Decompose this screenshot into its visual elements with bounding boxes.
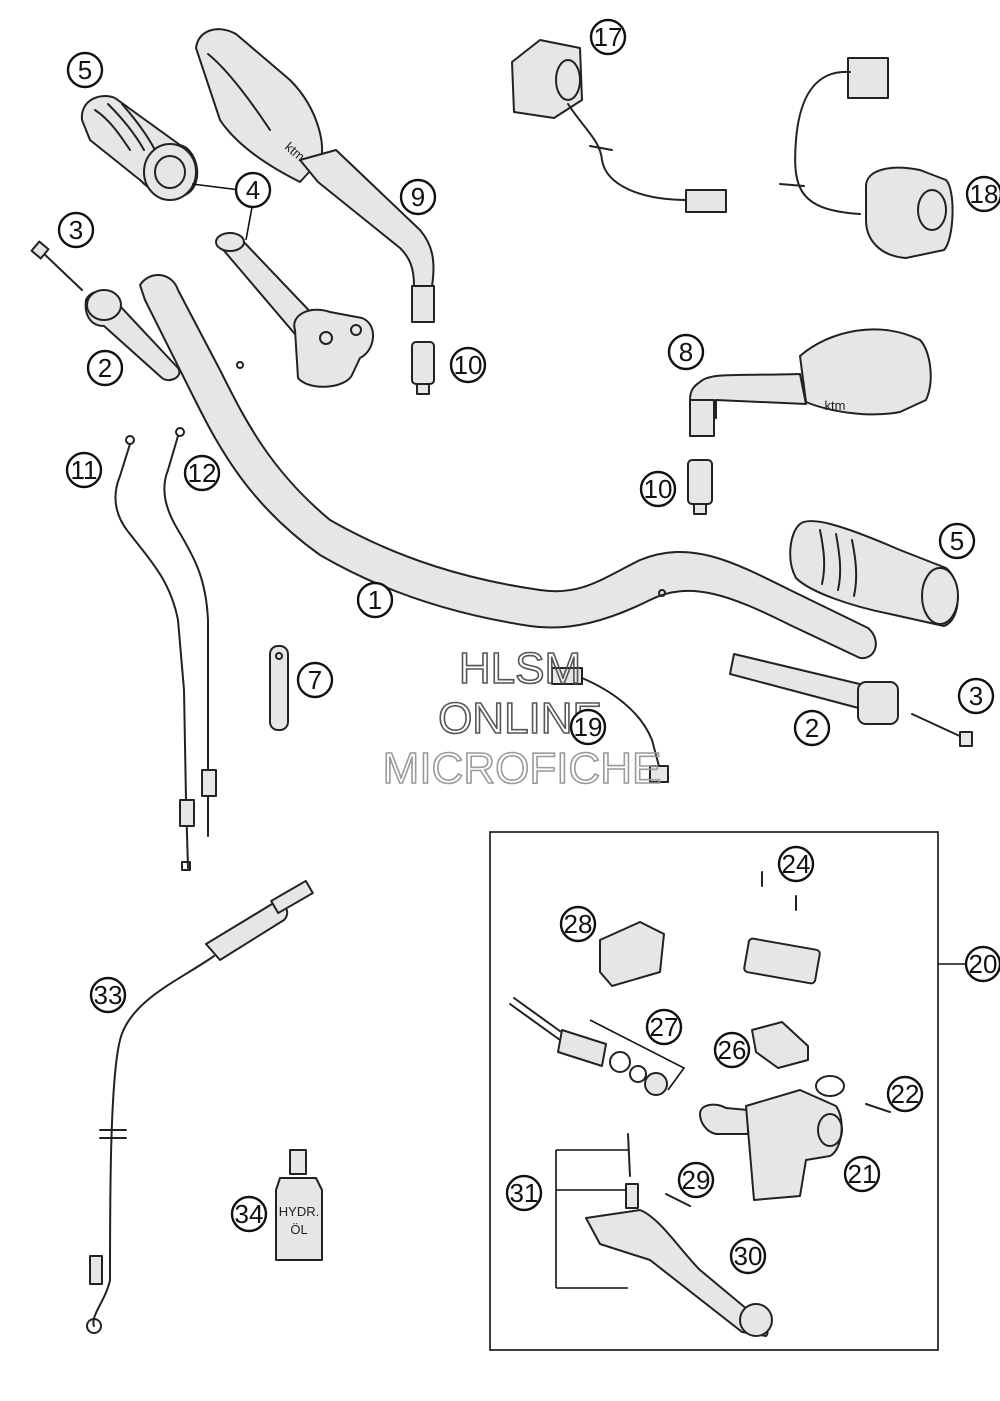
switch-19 [551, 667, 669, 783]
svg-text:5: 5 [950, 526, 964, 556]
callout-26: 26 [713, 1031, 751, 1069]
grip-left [80, 95, 199, 201]
bar-end-left [30, 240, 181, 382]
callout-11: 11 [65, 451, 103, 489]
callout-29: 29 [677, 1161, 715, 1199]
svg-text:10: 10 [644, 474, 673, 504]
watermark-line-1: HLSM [459, 644, 581, 693]
callout-10-left: 10 [449, 346, 487, 384]
svg-text:34: 34 [235, 1199, 264, 1229]
svg-text:27: 27 [650, 1012, 679, 1042]
callout-1: 1 [356, 581, 394, 619]
svg-text:11: 11 [71, 455, 98, 485]
callout-12: 12 [183, 454, 221, 492]
svg-text:22: 22 [891, 1079, 920, 1109]
callout-9: 9 [399, 178, 437, 216]
watermark-line-3: MICROFICHE [383, 744, 662, 793]
callout-27: 27 [645, 1008, 683, 1046]
callout-22: 22 [886, 1075, 924, 1113]
callout-5-left: 5 [66, 51, 104, 89]
svg-text:9: 9 [411, 182, 425, 212]
adapter-10-right [687, 459, 713, 515]
svg-text:31: 31 [510, 1178, 539, 1208]
callout-5-right: 5 [938, 522, 976, 560]
svg-text:ktm: ktm [825, 398, 846, 413]
svg-text:10: 10 [454, 350, 483, 380]
callout-10-right: 10 [639, 470, 677, 508]
callout-3-left: 3 [57, 211, 95, 249]
bar-end-right [729, 653, 973, 747]
callout-28: 28 [559, 905, 597, 943]
adapter-10-left [411, 341, 435, 395]
svg-text:1: 1 [368, 585, 382, 615]
svg-text:8: 8 [679, 337, 693, 367]
mirror-left: ktm [195, 28, 435, 323]
callout-4: 4 [234, 171, 272, 209]
svg-text:7: 7 [308, 665, 322, 695]
callout-31: 31 [505, 1174, 543, 1212]
svg-text:2: 2 [98, 353, 112, 383]
svg-text:5: 5 [78, 55, 92, 85]
svg-text:19: 19 [574, 712, 603, 742]
callout-18: 18 [965, 175, 1000, 213]
svg-text:17: 17 [594, 22, 623, 52]
switch-18 [779, 57, 954, 259]
callout-2-left: 2 [86, 349, 124, 387]
handlebar [139, 274, 877, 660]
cable-clip [269, 645, 289, 731]
leader-lines [191, 183, 253, 241]
bottle-label-line2: ÖL [290, 1222, 307, 1237]
callout-24: 24 [777, 845, 815, 883]
svg-text:24: 24 [782, 849, 811, 879]
svg-text:20: 20 [969, 949, 998, 979]
svg-text:29: 29 [682, 1165, 711, 1195]
callout-30: 30 [729, 1237, 767, 1275]
svg-text:4: 4 [246, 175, 260, 205]
callouts: 1 2 3 4 5 7 8 9 10 11 12 17 18 19 20 21 … [57, 18, 1000, 1275]
grip-right [789, 520, 959, 627]
svg-text:30: 30 [734, 1241, 763, 1271]
svg-text:21: 21 [848, 1159, 877, 1189]
svg-text:18: 18 [970, 179, 999, 209]
callout-3-right: 3 [957, 677, 995, 715]
callout-2-right: 2 [793, 709, 831, 747]
svg-text:3: 3 [69, 215, 83, 245]
svg-text:28: 28 [564, 909, 593, 939]
throttle-tube [215, 232, 374, 388]
svg-text:2: 2 [805, 713, 819, 743]
callout-21: 21 [843, 1155, 881, 1193]
throttle-cables [114, 427, 217, 871]
svg-text:26: 26 [718, 1035, 747, 1065]
callout-33: 33 [89, 976, 127, 1014]
svg-text:12: 12 [188, 458, 217, 488]
mirror-right: ktm [689, 328, 932, 437]
clutch-hose [86, 879, 314, 1334]
switch-17 [511, 39, 727, 213]
callout-34: 34 [230, 1195, 268, 1233]
callout-20: 20 [964, 945, 1000, 983]
callout-8: 8 [667, 333, 705, 371]
hydraulic-oil-bottle: HYDR. ÖL [275, 1149, 323, 1261]
bottle-label-line1: HYDR. [279, 1204, 319, 1219]
callout-7: 7 [296, 661, 334, 699]
svg-text:33: 33 [94, 980, 123, 1010]
callout-19: 19 [569, 708, 607, 746]
watermark: HLSM ONLINE MICROFICHE [382, 643, 662, 794]
brake-pump-box [489, 831, 966, 1351]
svg-text:3: 3 [969, 681, 983, 711]
callout-17: 17 [589, 18, 627, 56]
